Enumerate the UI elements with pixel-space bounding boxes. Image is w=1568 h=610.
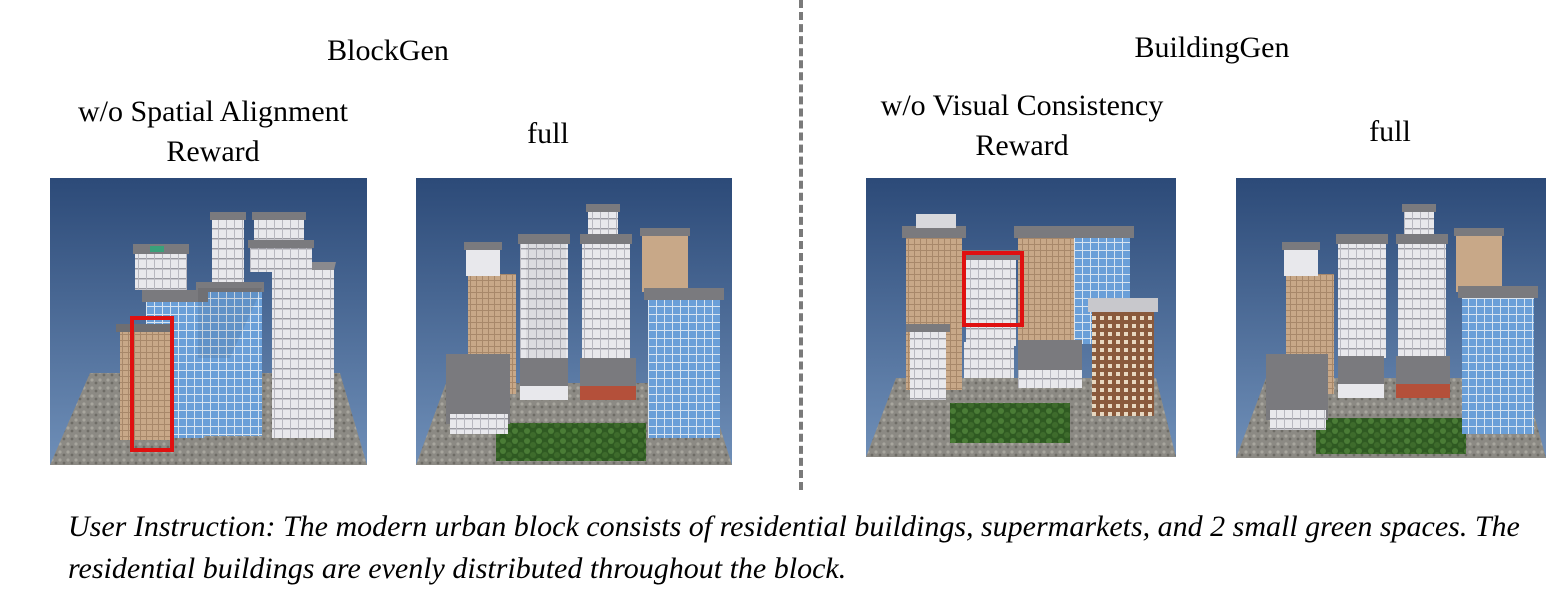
highlight-box [962,251,1024,327]
city-block-render [50,178,367,465]
blockgen-full-label: full [527,117,569,150]
user-instruction-caption: User Instruction: The modern urban block… [68,510,1520,585]
buildinggen-ablation-render [866,178,1176,457]
blockgen-ablation-render [50,178,367,465]
buildinggen-full-label: full [1369,115,1411,148]
city-block-render [866,178,1176,457]
blockgen-full-render [416,178,732,465]
highlight-box [130,316,174,452]
city-block-render [1236,178,1546,458]
buildinggen-ablation-label: w/o Visual Consistency Reward [880,89,1164,162]
buildinggen-title: BuildingGen [1134,31,1290,64]
city-block-render [416,178,732,465]
dashed-divider [799,0,803,490]
blockgen-ablation-label: w/o Spatial Alignment Reward [78,95,348,168]
buildinggen-full-render [1236,178,1546,458]
blockgen-title: BlockGen [327,34,449,67]
